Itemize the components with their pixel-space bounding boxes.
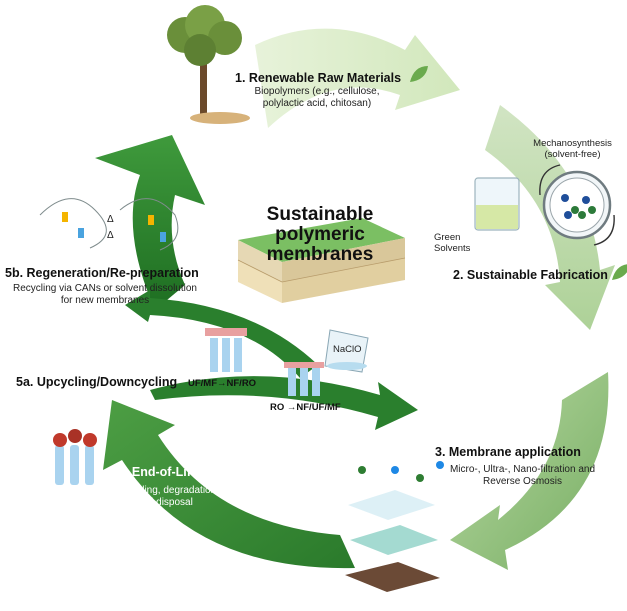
delta-top: Δ [107, 214, 114, 225]
arrow-application [450, 372, 609, 570]
tree-icon [167, 5, 250, 124]
membrane-block-icon [237, 218, 406, 303]
green-solvents-label: Green Solvents [434, 232, 471, 254]
application-title: 3. Membrane application [435, 445, 581, 459]
nanoparticle-icon [39, 198, 179, 251]
center-title: Sustainable polymeric membranes [250, 205, 390, 265]
leaf-icon [612, 264, 627, 280]
regen-title: 5b. Regeneration/Re-preparation [5, 266, 199, 280]
eol-title: 4. End-of-Life Challenges [118, 465, 269, 479]
center-title-text: Sustainable polymeric membranes [266, 204, 374, 265]
beaker-icon [474, 177, 520, 231]
eol-desc: Fouling, degradation, avoiding landfill … [125, 485, 259, 508]
downcycle-path-label: RO →NF/UF/MF [270, 402, 341, 413]
membrane-tube-icon [205, 328, 324, 396]
delta-bottom: Δ [107, 230, 114, 241]
fouled-membrane-icon [53, 429, 97, 485]
fabrication-title: 2. Sustainable Fabrication [453, 268, 608, 282]
ball-mill-icon [539, 164, 615, 246]
upcycling-title: 5a. Upcycling/Downcycling [16, 375, 178, 389]
regen-desc: Recycling via CANs or solvent dissolutio… [13, 283, 197, 306]
arrow-downcycling [125, 290, 318, 378]
raw-materials-desc: Biopolymers (e.g., cellulose, polylactic… [254, 86, 380, 109]
raw-materials-title: 1. Renewable Raw Materials [235, 69, 425, 87]
filter-layers-icon [345, 461, 444, 592]
application-desc: Micro-, Ultra-, Nano-filtration and Reve… [449, 464, 596, 487]
leaf-icon [410, 66, 428, 82]
upcycle-path-label: UF/MF→NF/RO [188, 378, 257, 389]
arrow-end-of-life [103, 400, 355, 569]
mechanosynthesis-label: Mechanosynthesis (solvent-free) [533, 138, 612, 160]
naclo-label: NaClO [333, 344, 362, 355]
arrow-upcycling [150, 376, 418, 430]
bottle-icon [324, 329, 369, 373]
raw-materials-title-text: 1. Renewable Raw Materials [235, 71, 402, 85]
arrow-raw-materials [255, 28, 460, 129]
